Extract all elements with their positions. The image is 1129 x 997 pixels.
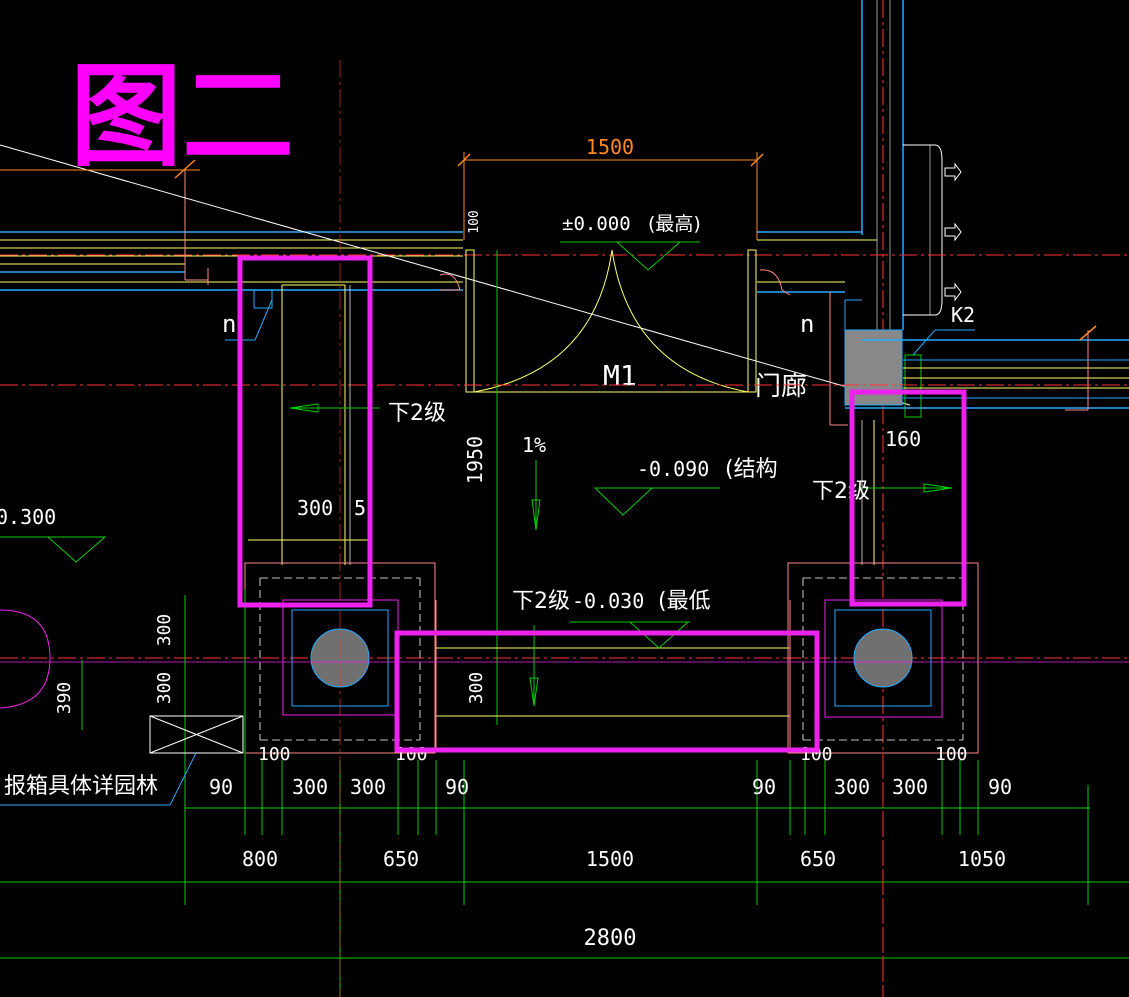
left-steps: [225, 284, 380, 565]
dimension-label: 1500: [586, 847, 634, 871]
elevation-low-value: -0.030: [572, 589, 644, 613]
dimension-row-2: 800 650 1500 650 1050: [242, 847, 1006, 871]
dimension-label: 90: [752, 775, 776, 799]
dimension-label: 650: [383, 847, 419, 871]
highlight-boxes: [237, 255, 967, 753]
dimension-label: 90: [445, 775, 469, 799]
top-dimension: [457, 152, 764, 240]
dimension-row-1: 90 300 300 90 90 300 300 90: [209, 775, 1012, 799]
dim-390: 390: [54, 682, 75, 715]
dimension-label: 650: [800, 847, 836, 871]
step-bottom-label: 下2级: [512, 589, 570, 614]
dimension-label: 300: [892, 775, 928, 799]
door-label: M1: [603, 359, 637, 392]
dimension-label: 300: [292, 775, 328, 799]
dim-300-left: 300: [297, 496, 333, 520]
dimension-label: 300: [834, 775, 870, 799]
far-left-elevation: [0, 536, 107, 709]
highlight-bottom-steps: [394, 630, 820, 753]
elevation-mid-note: (结构: [725, 457, 778, 482]
dim-160: 160: [885, 427, 921, 451]
dimension-label: 1050: [958, 847, 1006, 871]
dim-100-b: 100: [395, 744, 428, 765]
highlight-right-steps: [849, 389, 967, 607]
top-dim-label: 1500: [586, 135, 634, 159]
top-wall-lines: [0, 170, 1129, 293]
elevation-low-note: (最低: [658, 589, 711, 614]
top-left-dim-label: 100: [467, 210, 482, 233]
mailbox-symbol: [0, 715, 244, 806]
step-right-label: 下2级: [812, 479, 870, 504]
dim-100-a: 100: [258, 744, 291, 765]
drawing-title: 图二: [70, 52, 294, 182]
dim-5-left: 5: [354, 496, 366, 520]
door-frame: [439, 249, 791, 393]
dim-1950: 1950: [463, 436, 487, 484]
right-round-column: [853, 628, 913, 688]
elevation-mid-value: -0.090: [637, 457, 709, 481]
building-wall-lines: [861, 0, 943, 997]
dimension-label: 90: [209, 775, 233, 799]
slope-label: 1%: [522, 433, 546, 457]
right-steps: [861, 420, 953, 565]
highlight-left-steps: [237, 255, 373, 608]
n-right-label: n: [800, 310, 814, 338]
step-left-label: 下2级: [388, 401, 446, 426]
elevation-top-note: (最高): [648, 213, 701, 235]
k2-label: K2: [951, 303, 975, 327]
section-cut-line: [0, 144, 911, 406]
dimension-lines: [0, 590, 1129, 997]
elevation-top-value: ±0.000: [562, 213, 631, 235]
dim-300-v1: 300: [154, 614, 175, 647]
right-pier: [787, 562, 979, 754]
dim-300-v2: 300: [154, 672, 175, 705]
porch-label: 门廊: [755, 372, 807, 402]
elevation-marker-mid: [593, 487, 720, 516]
dimension-label: 800: [242, 847, 278, 871]
drain-arrows: [944, 162, 962, 302]
total-dimension: 2800: [584, 926, 637, 951]
mailbox-note: 报箱具体详园林: [4, 774, 158, 799]
right-wall-lines: [845, 325, 1129, 411]
left-vertical-dims: [81, 595, 186, 905]
dim-100-d: 100: [935, 744, 968, 765]
slope-arrow: [531, 460, 541, 531]
n-left-label: n: [222, 310, 236, 338]
far-left-elevation-value: 0.300: [0, 505, 56, 529]
elevation-marker-top: [560, 241, 700, 271]
dimension-label: 90: [988, 775, 1012, 799]
dim-300-bottom: 300: [466, 672, 487, 705]
bottom-steps: [435, 600, 791, 752]
dimension-label: 300: [350, 775, 386, 799]
